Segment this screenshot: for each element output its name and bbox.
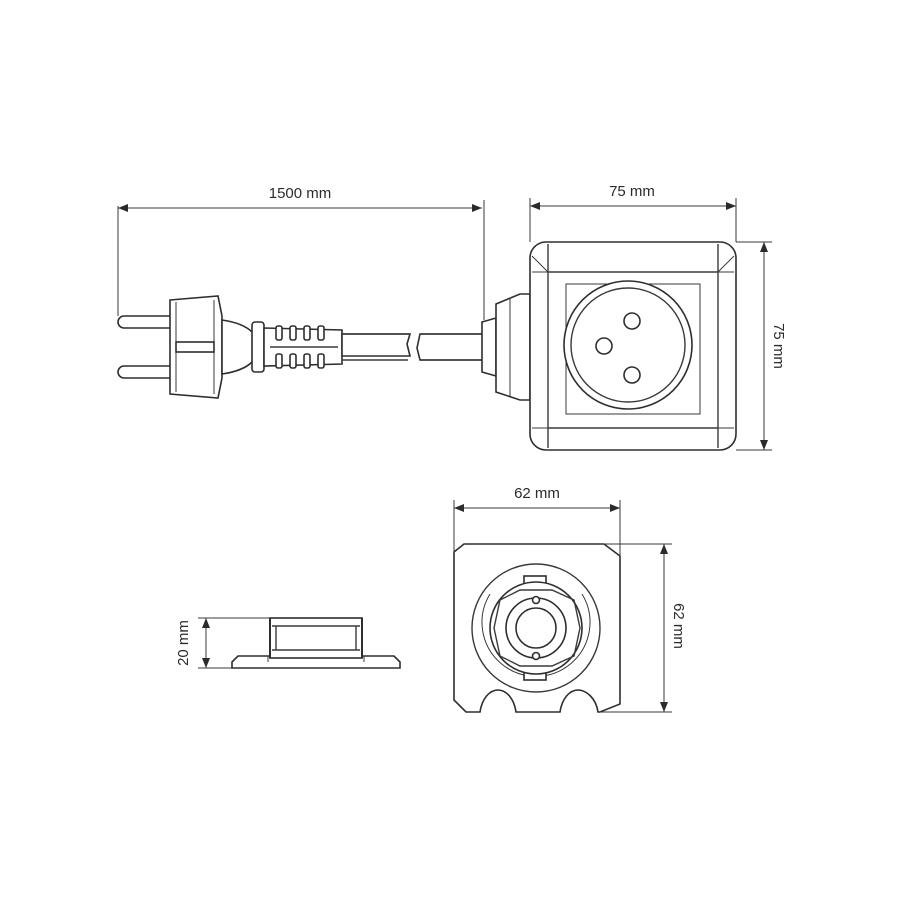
plug-body (169, 295, 265, 399)
strain-relief (263, 325, 343, 369)
socket-unit (529, 241, 737, 451)
label-base-thickness: 20 mm (175, 620, 192, 666)
dimension-base-thickness: 20 mm (175, 617, 270, 669)
label-base-width: 62 mm (514, 485, 560, 502)
dimension-socket-height: 75 mm (736, 241, 787, 451)
dimension-socket-width: 75 mm (529, 183, 737, 242)
socket-hole-bottom (623, 366, 641, 384)
label-cable-length: 1500 mm (269, 185, 332, 202)
base-center-hole (515, 607, 557, 649)
socket-face (563, 280, 693, 410)
label-socket-width: 75 mm (609, 183, 655, 200)
label-base-height: 62 mm (670, 603, 687, 649)
base-side-view (231, 617, 401, 669)
dimension-cable-length: 1500 mm (117, 185, 485, 320)
dimension-base-height: 62 mm (600, 543, 687, 713)
cable (341, 333, 487, 361)
label-socket-height: 75 mm (770, 323, 787, 369)
plug-pins (117, 315, 177, 379)
plug-assembly (117, 293, 531, 401)
socket-hole-left (595, 337, 613, 355)
base-top-view (453, 543, 621, 713)
earth-pin-hole (623, 312, 641, 330)
cable-grommet (481, 293, 531, 401)
dimension-base-width: 62 mm (453, 485, 621, 556)
